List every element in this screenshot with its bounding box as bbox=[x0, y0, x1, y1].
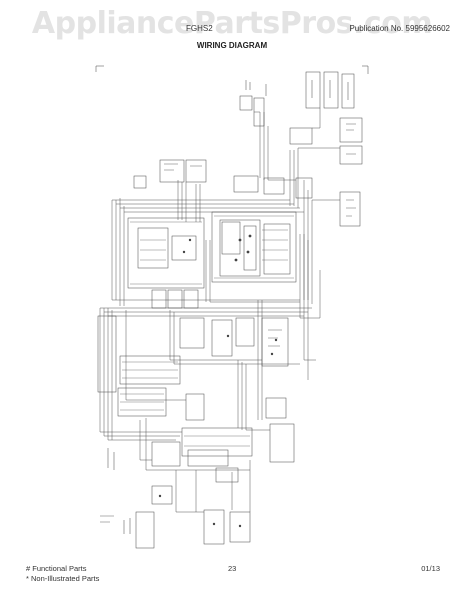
model-number: FGHS2 bbox=[186, 24, 213, 33]
top-component-blocks bbox=[133, 71, 363, 227]
non-illustrated-parts-note: * Non-Illustrated Parts bbox=[26, 574, 100, 583]
outer-frame-corners bbox=[95, 65, 369, 74]
revision-date: 01/13 bbox=[421, 564, 440, 573]
functional-parts-note: # Functional Parts bbox=[26, 564, 87, 573]
wire-harness-vertical bbox=[99, 112, 313, 512]
connector-dots bbox=[158, 234, 278, 528]
page-number: 23 bbox=[228, 564, 237, 573]
lower-section-components bbox=[135, 397, 295, 549]
watermark: AppliancePartsPros.com bbox=[31, 6, 433, 41]
board-internal-traces bbox=[120, 215, 294, 447]
publication-number: Publication No. 5995626602 bbox=[349, 24, 450, 33]
component-label-marks bbox=[100, 80, 356, 534]
middle-section-components bbox=[97, 315, 289, 421]
wire-harness-horizontal bbox=[100, 108, 340, 513]
page-title: WIRING DIAGRAM bbox=[196, 41, 268, 50]
